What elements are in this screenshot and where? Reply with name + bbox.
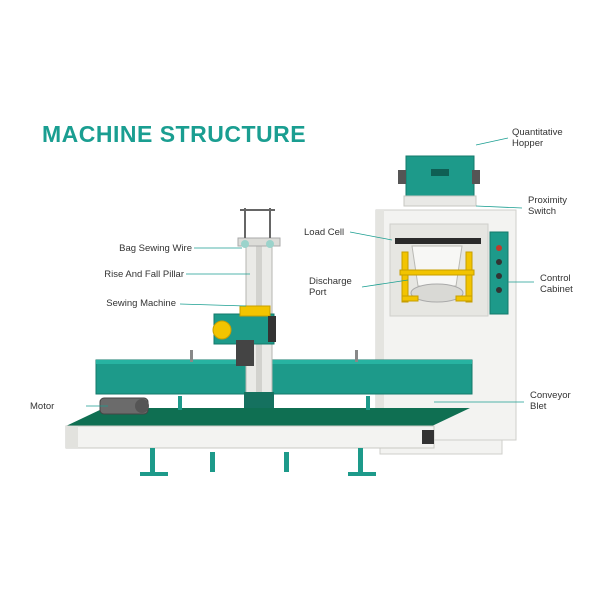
label-quantitative-hopper-line2: Hopper (512, 138, 544, 149)
weighing-unit (375, 155, 517, 455)
quantitative-hopper (405, 155, 475, 199)
label-proximity-switch: Proximity Switch (528, 195, 567, 217)
label-rise-fall-pillar: Rise And Fall Pillar (104, 269, 184, 280)
label-control-cabinet-line2: Cabinet (540, 284, 573, 295)
label-quantitative-hopper: Quantitative Hopper (512, 127, 563, 149)
label-discharge-port: Discharge Port (309, 276, 352, 298)
label-conveyor-belt-line1: Conveyor (530, 390, 571, 401)
sewing-frame (95, 350, 473, 395)
conveyor-belt (65, 396, 470, 476)
load-cell (395, 238, 481, 244)
label-quantitative-hopper-line1: Quantitative (512, 127, 563, 138)
label-sewing-machine: Sewing Machine (106, 298, 176, 309)
label-load-cell: Load Cell (304, 227, 345, 238)
label-conveyor-belt-line2: Blet (530, 401, 547, 412)
label-conveyor-belt: Conveyor Blet (530, 390, 571, 412)
label-proximity-switch-line1: Proximity (528, 195, 568, 206)
label-discharge-port-line2: Port (309, 287, 327, 298)
label-motor: Motor (30, 401, 55, 412)
discharge-port (411, 245, 463, 287)
label-bag-sewing-wire: Bag Sewing Wire (119, 243, 192, 254)
diagram-title: MACHINE STRUCTURE (42, 121, 307, 147)
label-proximity-switch-line2: Switch (528, 206, 556, 217)
label-control-cabinet-line1: Control (540, 273, 571, 284)
label-discharge-port-line1: Discharge (309, 276, 352, 287)
sewing-machine (212, 305, 276, 366)
leader-lines (86, 137, 534, 407)
label-control-cabinet: Control Cabinet (540, 273, 573, 295)
